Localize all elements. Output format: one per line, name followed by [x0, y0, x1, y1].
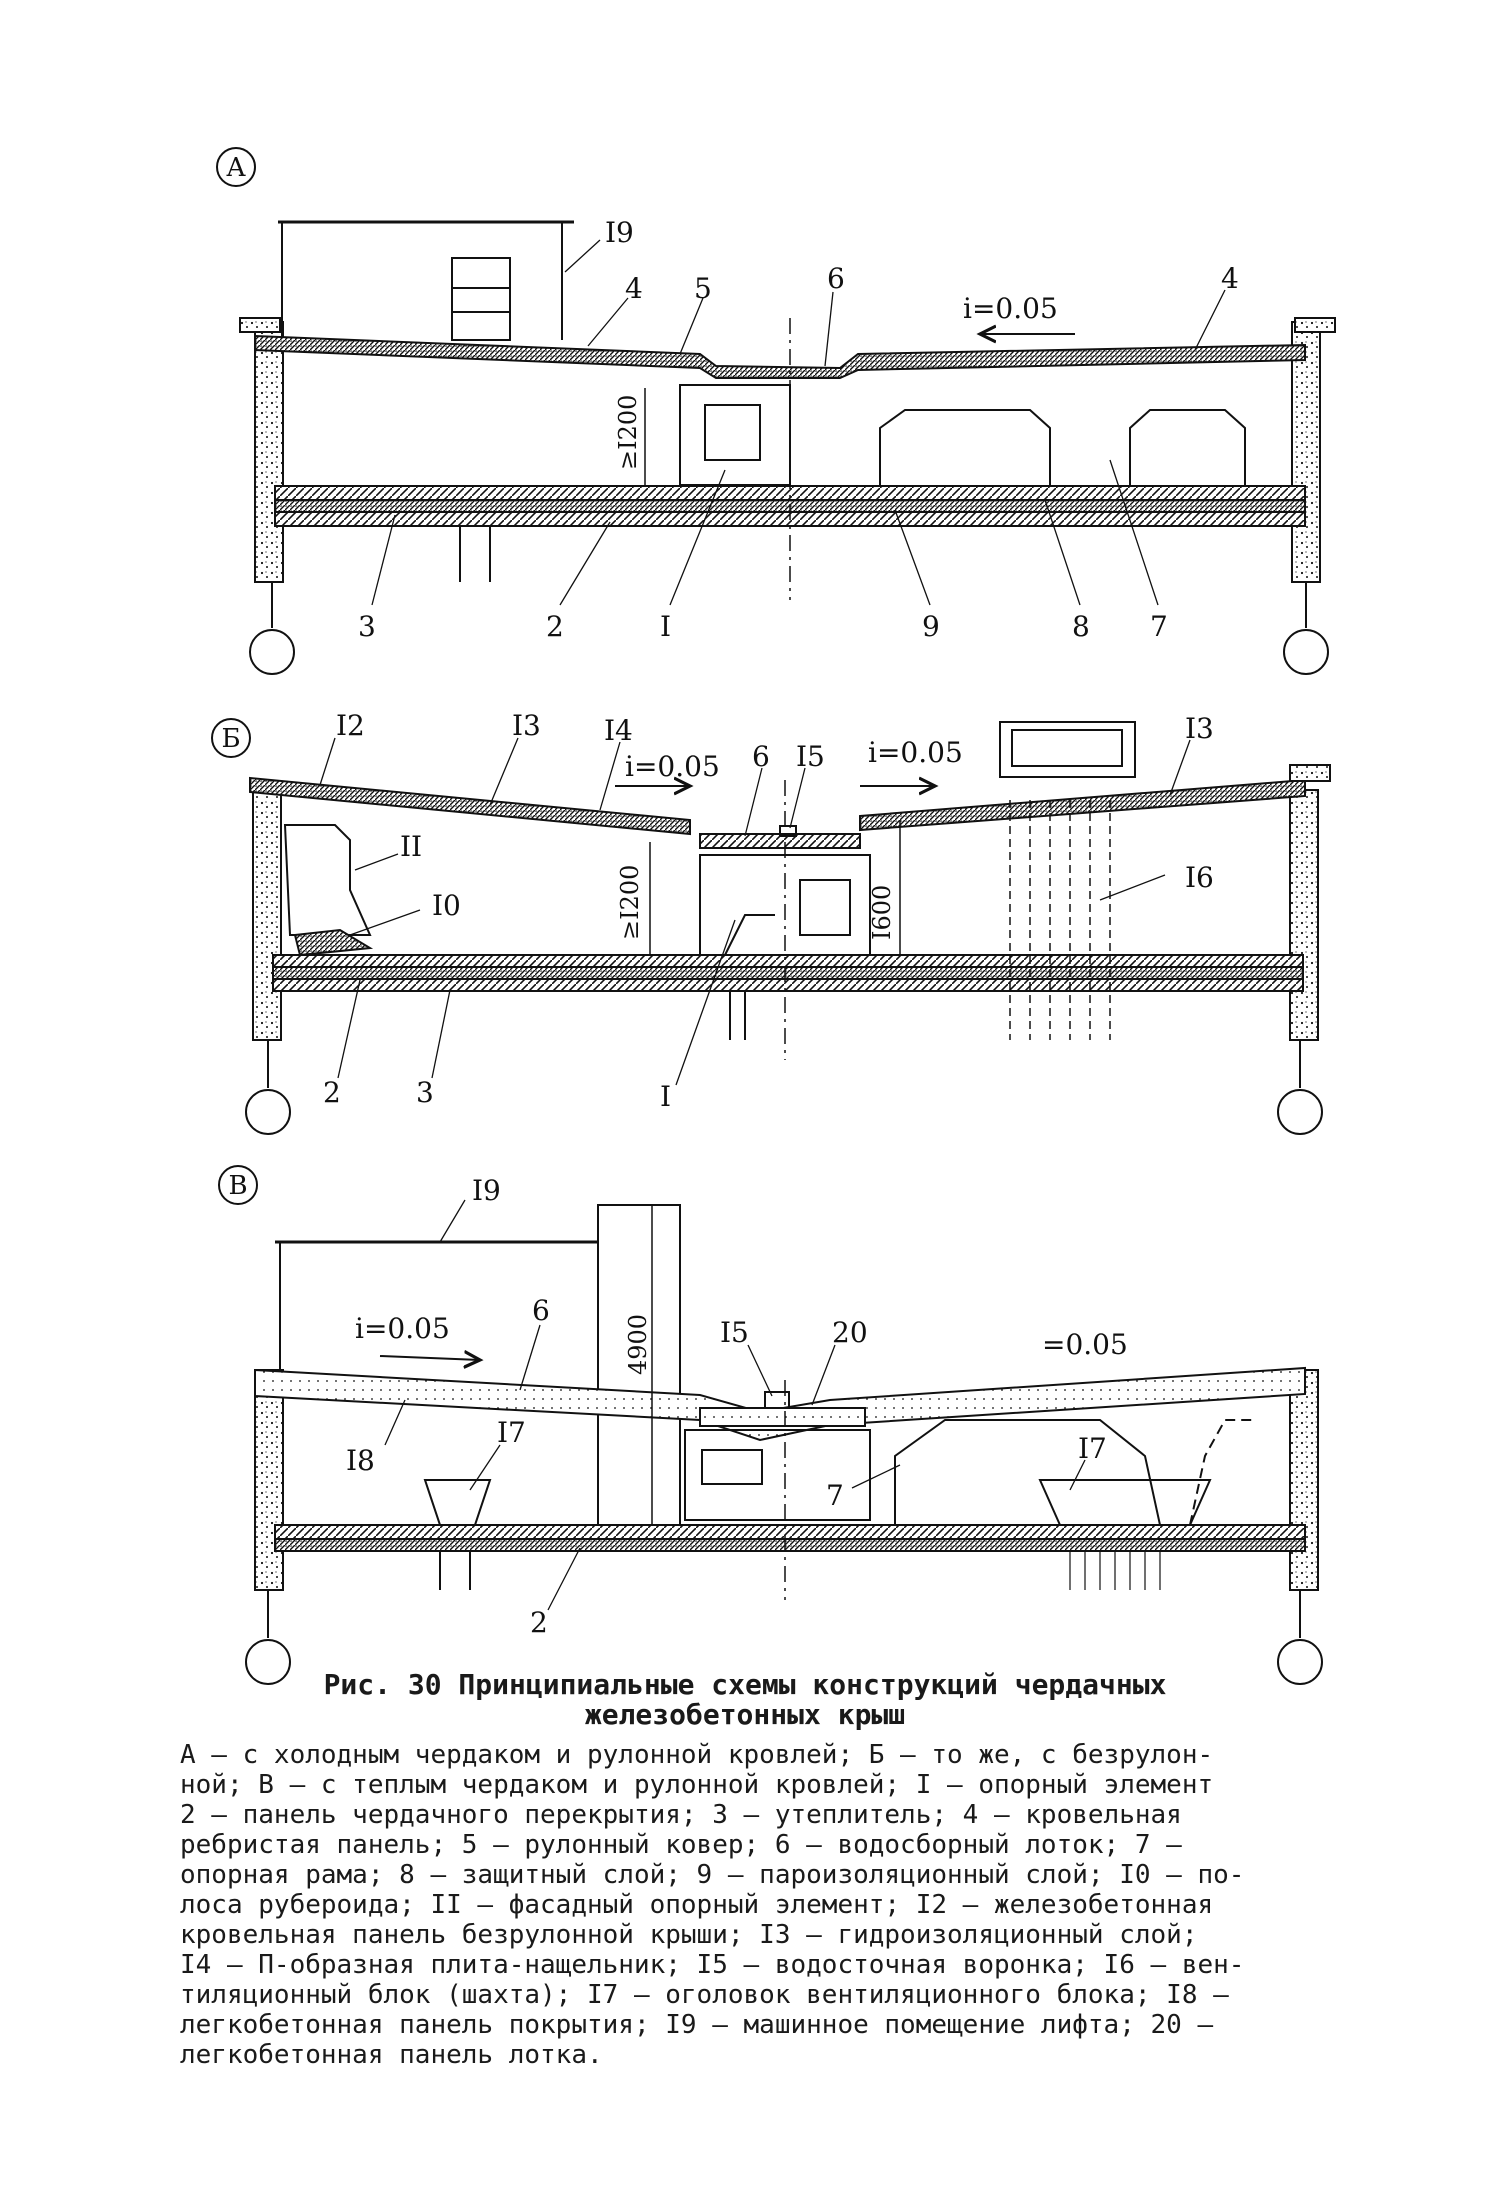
panel-a-letter: A	[226, 153, 247, 183]
panel-c-letter: В	[228, 1171, 247, 1201]
figure-legend: А – с холодным чердаком и рулонной кровл…	[180, 1740, 1420, 2070]
vent-head-left	[423, 1479, 492, 1526]
panel-c: В 4900	[218, 1165, 1323, 1685]
label-b-3: 3	[416, 1076, 434, 1109]
caption-line-2: железобетонных крыш	[584, 1698, 906, 1731]
dimension-b-1: ≥I200	[616, 865, 644, 940]
panel-b-letter: Б	[221, 724, 240, 754]
label-c-20: 20	[832, 1316, 868, 1349]
label-b-11: II	[400, 830, 422, 863]
facade-support	[283, 824, 372, 936]
label-c-17b: I7	[1078, 1432, 1107, 1465]
wall-left	[254, 321, 284, 583]
dimension-c: 4900	[624, 1314, 652, 1375]
slope-label-c-1: i=0.05	[355, 1312, 450, 1345]
label-c-18: I8	[346, 1444, 375, 1477]
label-a-7: 7	[1150, 610, 1168, 643]
legend-line: легкобетонная панель лотка.	[180, 2040, 603, 2070]
roof-panel	[254, 334, 1306, 379]
label-c-6: 6	[532, 1294, 550, 1327]
panel-c-marker	[218, 1165, 258, 1205]
dimension-a: ≥I200	[614, 395, 642, 470]
panel-b-marker	[211, 718, 251, 758]
panel-a: A ≥I200 i=0.05	[216, 147, 1336, 675]
label-a-3: 3	[358, 610, 376, 643]
dimension-b-2: I600	[868, 885, 896, 940]
vent-shaft	[1009, 800, 1111, 1040]
legend-line: ребристая панель; 5 – рулонный ковер; 6 …	[180, 1830, 1182, 1860]
slope-label-c-2: =0.05	[1042, 1328, 1128, 1361]
label-a-19: I9	[605, 216, 634, 249]
label-b-12: I2	[336, 709, 365, 742]
legend-line: I4 – П-образная плита-нащельник; I5 – во…	[180, 1950, 1245, 1980]
support-element	[679, 384, 791, 486]
label-a-9: 9	[922, 610, 940, 643]
label-b-15: I5	[796, 740, 825, 773]
label-b-2: 2	[323, 1076, 341, 1109]
legend-line: кровельная панель безрулонной крыши; I3 …	[180, 1920, 1198, 1950]
label-b-10: I0	[432, 889, 461, 922]
label-b-16: I6	[1185, 861, 1214, 894]
panel-a-marker	[216, 147, 256, 187]
label-b-13b: I3	[1185, 712, 1214, 745]
legend-line: 2 – панель чердачного перекрытия; 3 – ут…	[180, 1800, 1182, 1830]
label-a-4: 4	[625, 272, 643, 305]
slope-label-a: i=0.05	[963, 292, 1058, 325]
figure-caption: Рис. 30 Принципиальные схемы конструкций…	[160, 1670, 1330, 1730]
label-b-14: I4	[604, 714, 633, 747]
legend-line: ной; В – с теплым чердаком и рулонной кр…	[180, 1770, 1214, 1800]
caption-line-1: Рис. 30 Принципиальные схемы конструкций…	[323, 1668, 1167, 1701]
label-c-17: I7	[497, 1416, 526, 1449]
roof-panel-lightweight	[254, 1366, 1306, 1442]
vent-head	[451, 257, 511, 341]
label-a-1: I	[660, 610, 671, 643]
label-c-19: I9	[472, 1174, 501, 1207]
label-a-5: 5	[694, 272, 712, 305]
panel-b: Б	[211, 709, 1331, 1135]
vent-head-right	[1038, 1479, 1212, 1526]
legend-line: лоса рубероида; II – фасадный опорный эл…	[180, 1890, 1214, 1920]
label-a-2: 2	[546, 610, 564, 643]
label-a-8: 8	[1072, 610, 1090, 643]
legend-line: опорная рама; 8 – защитный слой; 9 – пар…	[180, 1860, 1245, 1890]
label-b-13: I3	[512, 709, 541, 742]
label-c-15: I5	[720, 1316, 749, 1349]
legend-line: А – с холодным чердаком и рулонной кровл…	[180, 1740, 1214, 1770]
support-frame	[879, 409, 1051, 486]
roof-panel-left	[249, 776, 691, 836]
label-b-6: 6	[752, 740, 770, 773]
roof-panel-right	[859, 778, 1306, 832]
axis-bubble-left	[249, 629, 295, 675]
label-a-6: 6	[827, 262, 845, 295]
label-c-7: 7	[826, 1479, 844, 1512]
legend-line: тиляционный блок (шахта); I7 – оголовок …	[180, 1980, 1229, 2010]
label-c-2: 2	[530, 1606, 548, 1639]
label-a-4b: 4	[1221, 262, 1239, 295]
label-b-1: I	[660, 1080, 671, 1113]
slope-label-b-1: i=0.05	[625, 750, 720, 783]
slope-label-b-2: i=0.05	[868, 736, 963, 769]
legend-line: легкобетонная панель покрытия; I9 – маши…	[180, 2010, 1214, 2040]
axis-bubble-right	[1283, 629, 1329, 675]
